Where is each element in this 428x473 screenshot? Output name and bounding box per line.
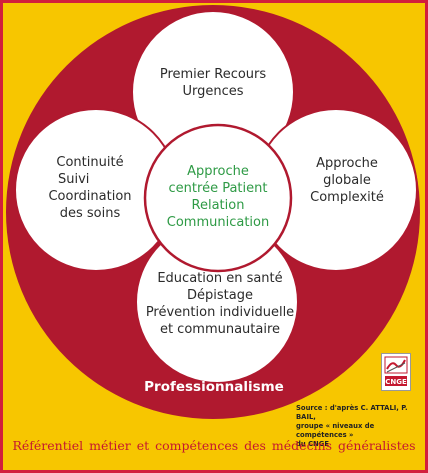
petal-bottom-line: et communautaire <box>159 322 281 337</box>
source-note: Source : d'après C. ATTALI, P. BAIL, gro… <box>296 404 420 449</box>
petal-left-line: Coordination <box>48 189 132 204</box>
center-line: centrée Patient <box>168 181 268 196</box>
center-line: Communication <box>166 215 270 230</box>
source-line: groupe « niveaux de compétences » <box>296 422 375 439</box>
petal-bottom-line: Prévention individuelle <box>145 305 295 320</box>
petal-top-line: Urgences <box>182 84 244 99</box>
petal-right-line: globale <box>323 173 371 188</box>
petal-right-label: Approche globale Complexité <box>292 155 402 206</box>
source-line: Source : d'après C. ATTALI, P. BAIL, <box>296 404 408 421</box>
footer-title: Référentiel métier et compétences des mé… <box>12 438 416 453</box>
petal-left-label: Continuité Suivi Coordination des soins <box>30 154 150 222</box>
petal-bottom-line: Education en santé <box>157 271 283 286</box>
petal-left-line: des soins <box>59 206 121 221</box>
center-label: Approche centrée Patient Relation Commun… <box>150 163 286 231</box>
petal-right-line: Approche <box>316 156 378 171</box>
cnge-logo-icon: CNGE <box>384 356 408 386</box>
petal-bottom-label: Education en santé Dépistage Prévention … <box>132 270 308 338</box>
cnge-logo: CNGE <box>381 353 411 391</box>
logo-text: CNGE <box>385 378 407 386</box>
petal-right-line: Complexité <box>310 190 384 205</box>
center-circle <box>143 123 293 273</box>
professionalism-label: Professionnalisme <box>144 379 284 395</box>
petal-top-label: Premier Recours Urgences <box>133 66 293 100</box>
petal-top-line: Premier Recours <box>159 67 267 82</box>
center-line: Approche <box>187 164 249 179</box>
petal-bottom-line: Dépistage <box>187 288 253 303</box>
source-line: du CNGE <box>296 440 329 448</box>
petal-left-line: Suivi <box>58 172 90 187</box>
center-line: Relation <box>191 198 245 213</box>
petal-left-line: Continuité <box>56 155 124 170</box>
